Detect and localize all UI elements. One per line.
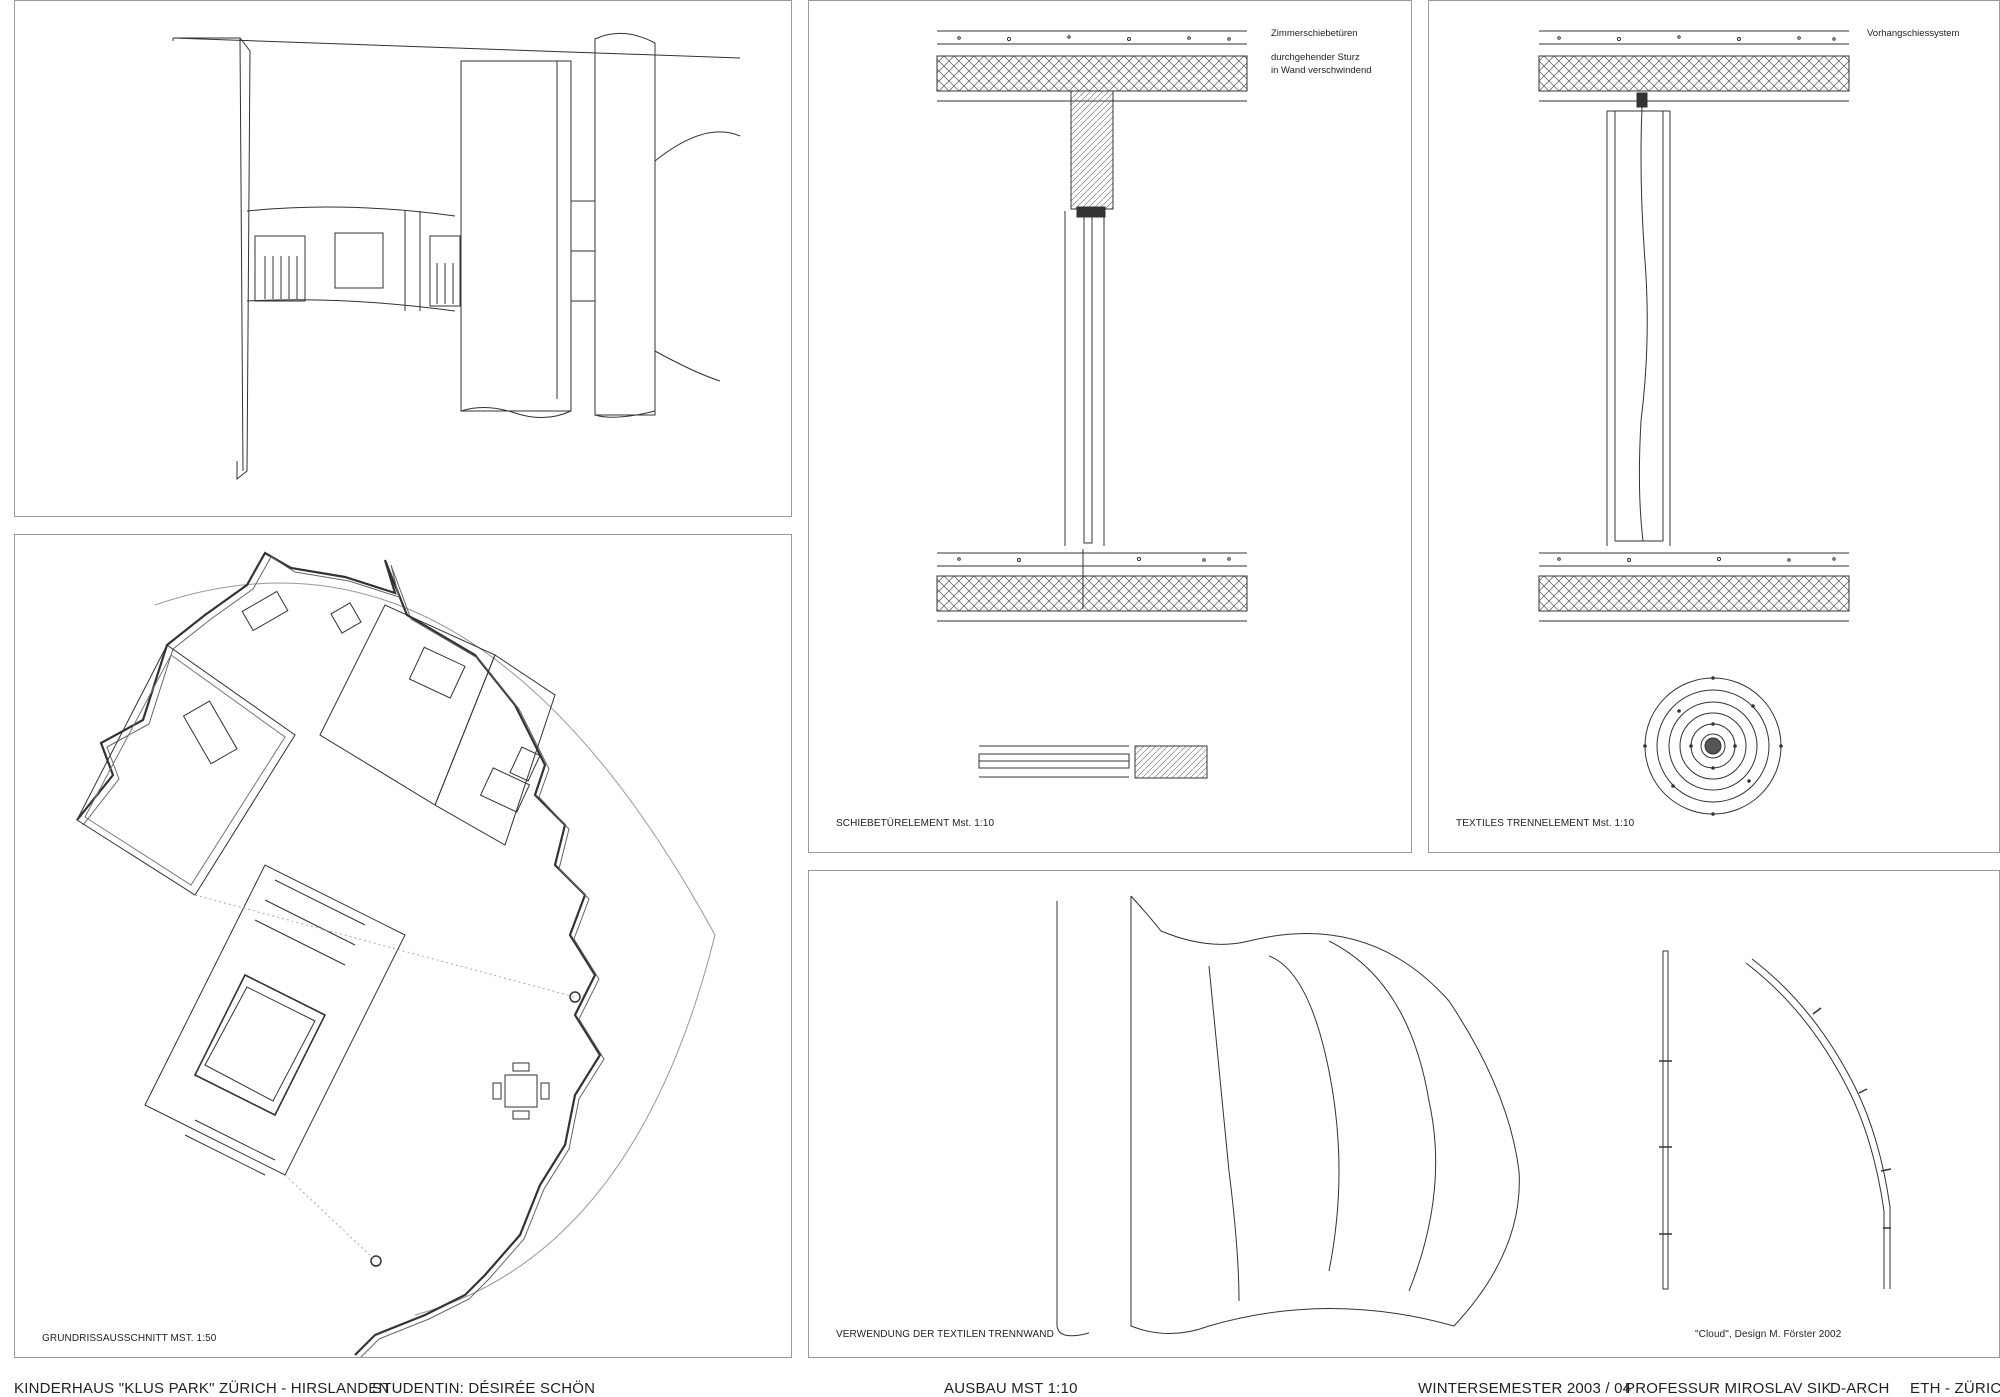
sliding-door-note: Zimmerschiebetüren durchgehender Sturz i… xyxy=(1271,27,1372,77)
perspective-drawing xyxy=(172,32,741,481)
footer-department: D-ARCH xyxy=(1830,1380,1890,1397)
footer-professor: PROFESSUR MIROSLAV SIK xyxy=(1625,1380,1832,1397)
sliding-door-note-title: Zimmerschiebetüren xyxy=(1271,28,1358,39)
footer-student: STUDENTIN: DÉSIRÉE SCHÖN xyxy=(372,1380,596,1397)
footer-project: KINDERHAUS "KLUS PARK" ZÜRICH - HIRSLAND… xyxy=(14,1380,390,1397)
floorplan-panel: GRUNDRISSAUSSCHNITT MST. 1:50 xyxy=(14,534,792,1358)
sliding-door-note-line1: durchgehender Sturz xyxy=(1271,52,1360,63)
sliding-door-drawing xyxy=(936,30,1248,779)
footer-subject: AUSBAU MST 1:10 xyxy=(944,1380,1078,1397)
floorplan-label: GRUNDRISSAUSSCHNITT MST. 1:50 xyxy=(42,1333,217,1344)
usage-drawing xyxy=(1056,895,1892,1337)
sliding-door-panel: Zimmerschiebetüren durchgehender Sturz i… xyxy=(808,0,1412,853)
textile-label: TEXTILES TRENNELEMENT Mst. 1:10 xyxy=(1456,818,1635,829)
sliding-door-label: SCHIEBETÜRELEMENT Mst. 1:10 xyxy=(836,818,995,829)
textile-note: Vorhangschiessystem xyxy=(1867,28,1960,39)
floorplan-drawing xyxy=(76,551,716,1357)
sliding-door-note-line2: in Wand verschwindend xyxy=(1271,65,1372,76)
footer-semester: WINTERSEMESTER 2003 / 04 xyxy=(1418,1380,1632,1397)
textile-panel: Vorhangschiessystem TEXTILES TRENNELEMEN… xyxy=(1428,0,2000,853)
footer-school: ETH - ZÜRICH xyxy=(1910,1380,2000,1397)
usage-panel: VERWENDUNG DER TEXTILEN TRENNWAND "Cloud… xyxy=(808,870,2000,1358)
usage-credit: "Cloud", Design M. Förster 2002 xyxy=(1695,1329,1842,1340)
textile-drawing xyxy=(1538,30,1850,816)
perspective-panel xyxy=(14,0,792,517)
usage-label: VERWENDUNG DER TEXTILEN TRENNWAND xyxy=(836,1329,1054,1340)
